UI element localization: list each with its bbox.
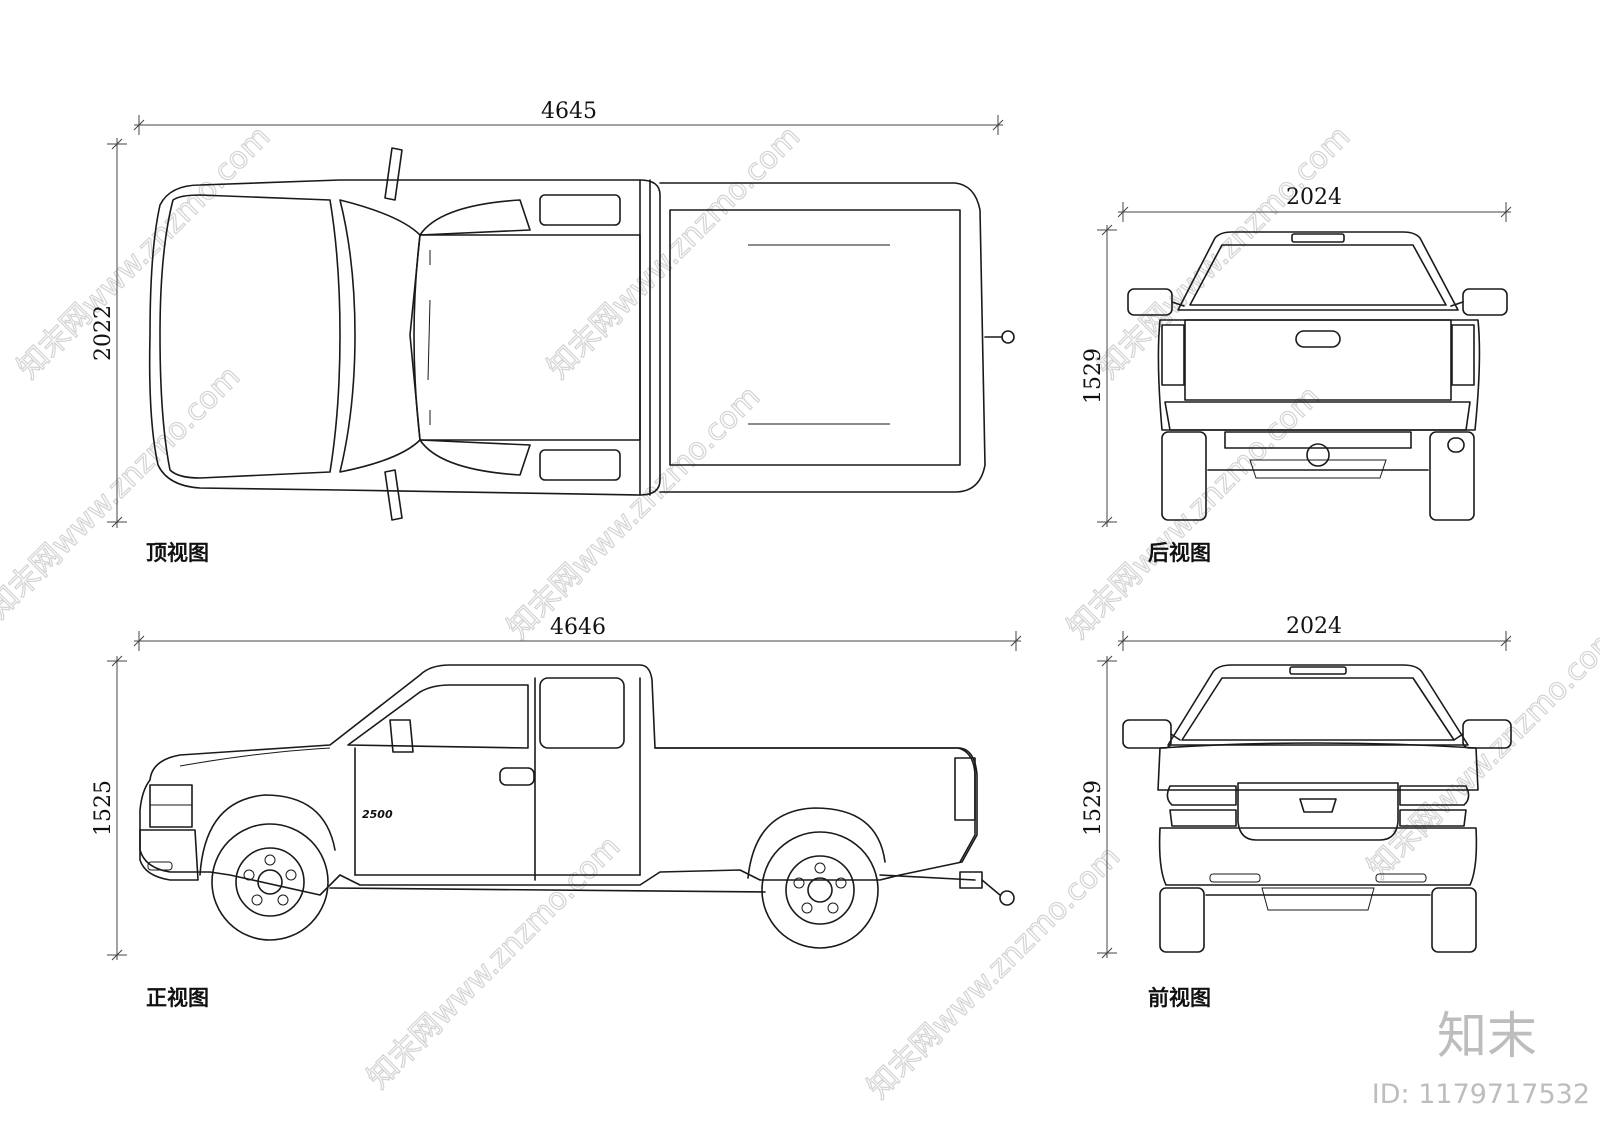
side-length-label: 4646: [550, 615, 606, 640]
top-width-label: 2022: [91, 305, 116, 361]
watermark-logo: 知末: [1437, 1007, 1537, 1065]
watermark-text: 知末网www.znzmo.com: [861, 839, 1127, 1105]
watermark-text: 知末网www.znzmo.com: [1361, 619, 1600, 885]
top-view: 4645 2022: [91, 99, 1015, 528]
front-height-dimension: 1529: [1081, 655, 1117, 959]
top-width-dimension: 2022: [91, 138, 127, 528]
side-view: 4646 1525 2500: [91, 615, 1022, 961]
rear-height-dimension: 1529: [1081, 224, 1117, 528]
front-height-label: 1529: [1081, 780, 1106, 836]
rear-width-label: 2024: [1286, 185, 1342, 210]
watermark-id: ID: 1179717532: [1372, 1079, 1590, 1110]
top-length-dimension: 4645: [133, 99, 1004, 135]
rear-width-dimension: 2024: [1117, 185, 1512, 222]
watermark-layer: 知末网www.znzmo.com 知末网www.znzmo.com 知末网www…: [0, 119, 1600, 1106]
top-view-caption: 顶视图: [146, 541, 209, 565]
side-badge: 2500: [362, 808, 393, 821]
watermark-text: 知末网www.znzmo.com: [541, 119, 807, 385]
side-view-caption: 正视图: [146, 986, 209, 1010]
rear-view: 2024 1529: [1081, 185, 1512, 528]
watermark-text: 知末网www.znzmo.com: [0, 359, 247, 625]
rear-wheel: [761, 831, 879, 949]
front-view-caption: 前视图: [1148, 986, 1211, 1010]
watermark-text: 知末网www.znzmo.com: [361, 829, 627, 1095]
watermark-text: 知末网www.znzmo.com: [1091, 119, 1357, 385]
watermark-text: 知末网www.znzmo.com: [1061, 379, 1327, 645]
front-view: 2024 1529: [1081, 614, 1512, 959]
rear-height-label: 1529: [1081, 348, 1106, 404]
side-length-dimension: 4646: [133, 615, 1022, 651]
watermark-text: 知末网www.znzmo.com: [11, 119, 277, 385]
top-length-label: 4645: [541, 99, 597, 124]
watermark-text: 知末网www.znzmo.com: [501, 379, 767, 645]
front-width-label: 2024: [1286, 614, 1342, 639]
rear-view-caption: 后视图: [1148, 541, 1211, 565]
front-width-dimension: 2024: [1117, 614, 1512, 651]
front-wheel: [211, 823, 329, 941]
side-height-label: 1525: [91, 780, 116, 836]
side-height-dimension: 1525: [91, 655, 127, 961]
